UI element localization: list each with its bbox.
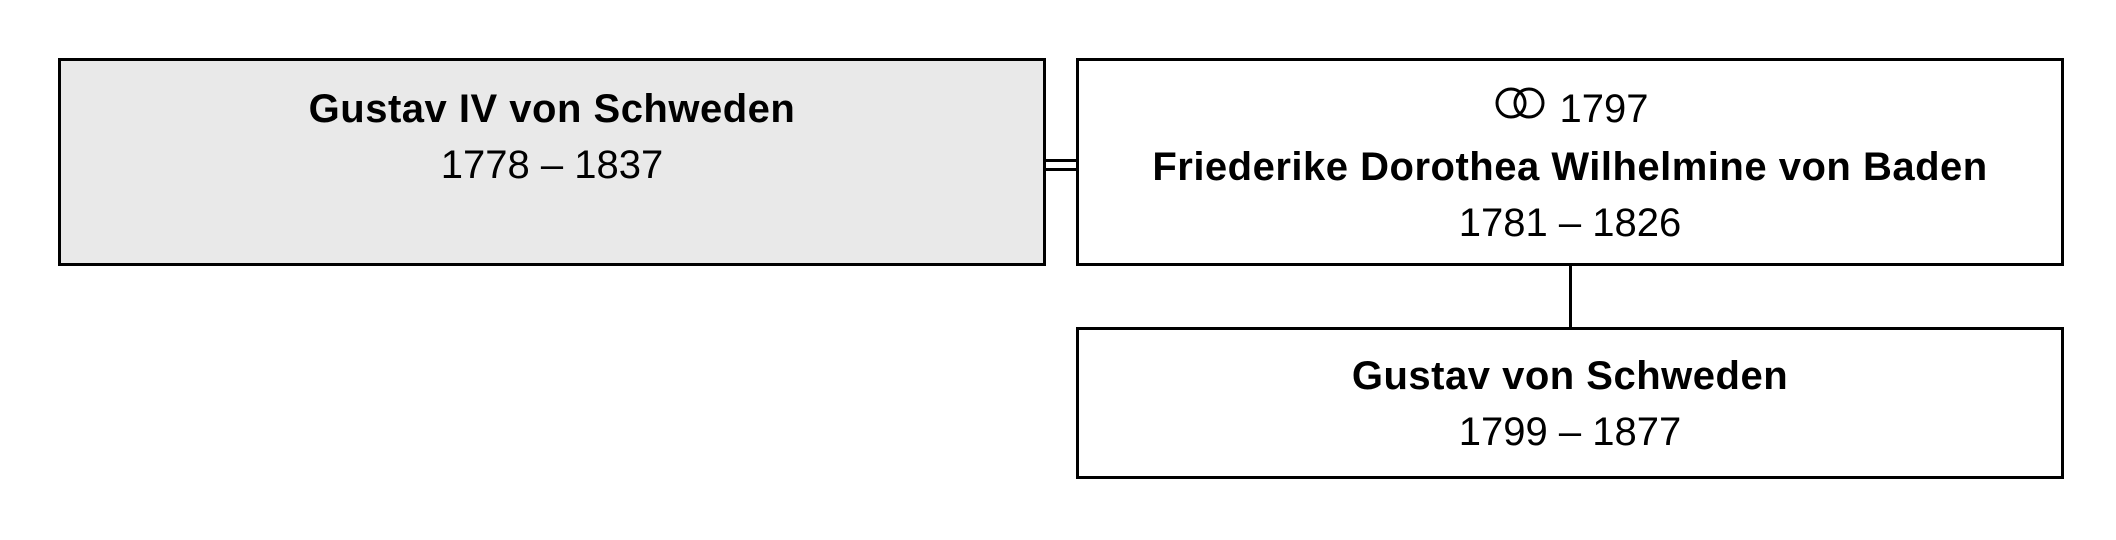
marriage-connector-top bbox=[1046, 159, 1076, 162]
descent-connector bbox=[1569, 266, 1572, 327]
person-name: Friederike Dorothea Wilhelmine von Baden bbox=[1152, 145, 1988, 190]
marriage-connector-bottom bbox=[1046, 168, 1076, 171]
person-dates: 1781 – 1826 bbox=[1458, 201, 1682, 246]
person-box-spouse[interactable]: 1797 Friederike Dorothea Wilhelmine von … bbox=[1076, 58, 2064, 266]
wedding-rings-icon bbox=[1492, 79, 1550, 135]
person-name: Gustav von Schweden bbox=[1351, 354, 1789, 398]
person-box-child[interactable]: Gustav von Schweden 1799 – 1877 bbox=[1076, 327, 2064, 479]
person-dates: 1778 – 1837 bbox=[440, 143, 664, 187]
person-dates: 1799 – 1877 bbox=[1458, 410, 1682, 454]
marriage-info: 1797 bbox=[1079, 81, 2061, 139]
person-box-father[interactable]: Gustav IV von Schweden 1778 – 1837 bbox=[58, 58, 1046, 266]
person-name: Gustav IV von Schweden bbox=[308, 87, 796, 131]
marriage-year: 1797 bbox=[1559, 87, 1649, 131]
